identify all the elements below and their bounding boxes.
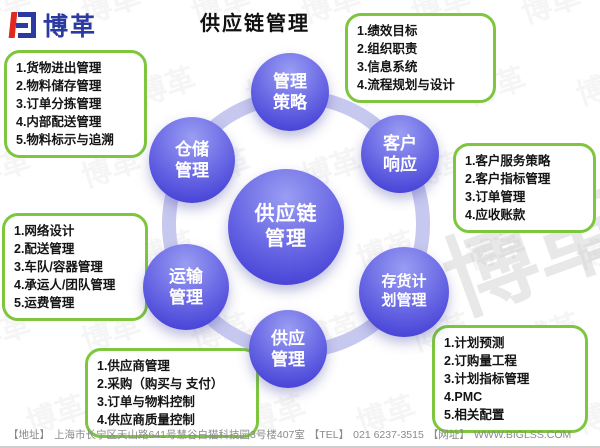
list-item: 4.承运人/团队管理 bbox=[14, 278, 116, 292]
tel-label: 【TEL】 bbox=[308, 429, 350, 441]
list-item: 3.订单与物料控制 bbox=[97, 395, 195, 409]
list-item: 4.流程规划与设计 bbox=[357, 78, 455, 92]
detail-box-customer: 1.客户服务策略 2.客户指标管理 3.订单管理 4.应收账款 bbox=[453, 143, 596, 233]
list-item: 3.订单管理 bbox=[465, 190, 526, 204]
list-item: 1.客户服务策略 bbox=[465, 154, 551, 168]
list-item: 2.物料储存管理 bbox=[16, 79, 102, 93]
node-supply-chain-center: 供应链 管理 bbox=[228, 169, 344, 285]
node-transport-management: 运输 管理 bbox=[143, 244, 229, 330]
list-item: 3.车队/容器管理 bbox=[14, 260, 103, 274]
list-item: 1.货物进出管理 bbox=[16, 61, 102, 75]
brand-logo: 博革 bbox=[8, 7, 97, 43]
watermark-text: 博革 bbox=[572, 62, 600, 113]
footer: 【地址】上海市长宁区天山路641号慧谷白猫科技园3号楼407室 【TEL】021… bbox=[8, 427, 598, 442]
list-item: 1.绩效目标 bbox=[357, 24, 418, 38]
page-title: 供应链管理 bbox=[200, 13, 310, 35]
list-item: 4.应收账款 bbox=[465, 208, 526, 222]
list-item: 1.计划预测 bbox=[444, 336, 505, 350]
node-management-strategy: 管理 策略 bbox=[251, 53, 329, 131]
list-item: 4.供应商质量控制 bbox=[97, 413, 195, 427]
list-item: 4.内部配送管理 bbox=[16, 115, 102, 129]
node-warehouse-management: 仓储 管理 bbox=[149, 117, 235, 203]
list-item: 1.网络设计 bbox=[14, 224, 75, 238]
list-item: 2.组织职责 bbox=[357, 42, 418, 56]
list-item: 4.PMC bbox=[444, 390, 483, 404]
detail-box-warehouse: 1.货物进出管理 2.物料储存管理 3.订单分拣管理 4.内部配送管理 5.物料标示与追… bbox=[4, 50, 147, 158]
address-label: 【地址】 bbox=[8, 429, 50, 441]
list-item: 2.客户指标管理 bbox=[465, 172, 551, 186]
detail-box-supply: 1.供应商管理 2.采购（购买与 支付） 3.订单与物料控制 4.供应商质量控制 bbox=[85, 348, 259, 438]
list-item: 3.计划指标管理 bbox=[444, 372, 530, 386]
address-text: 上海市长宁区天山路641号慧谷白猫科技园3号楼407室 bbox=[54, 429, 305, 441]
tel-number: 021 6237-3515 bbox=[353, 429, 424, 441]
list-item: 5.相关配置 bbox=[444, 408, 505, 422]
logo-blue-b bbox=[16, 12, 36, 38]
detail-box-strategy: 1.绩效目标 2.组织职责 3.信息系统 4.流程规划与设计 bbox=[345, 13, 496, 103]
bogee-logo-icon bbox=[8, 10, 38, 40]
brand-name: 博革 bbox=[43, 13, 98, 41]
detail-box-transport: 1.网络设计 2.配送管理 3.车队/容器管理 4.承运人/团队管理 5.运费管理 bbox=[2, 213, 148, 321]
list-item: 2.订购量工程 bbox=[444, 354, 517, 368]
list-item: 5.运费管理 bbox=[14, 296, 75, 310]
node-customer-response: 客户 响应 bbox=[361, 115, 439, 193]
list-item: 2.配送管理 bbox=[14, 242, 75, 256]
watermark-text: 博革 bbox=[517, 0, 585, 31]
list-item: 3.信息系统 bbox=[357, 60, 418, 74]
node-inventory-planning: 存货计 划管理 bbox=[359, 247, 449, 337]
web-label: 【网址】 bbox=[427, 429, 470, 441]
list-item: 1.供应商管理 bbox=[97, 359, 170, 373]
list-item: 5.物料标示与追溯 bbox=[16, 133, 114, 147]
list-item: 3.订单分拣管理 bbox=[16, 97, 102, 111]
website-text: WWW.BIGLSS.COM bbox=[473, 429, 572, 441]
list-item: 2.采购（购买与 支付） bbox=[97, 377, 224, 391]
detail-box-inventory: 1.计划预测 2.订购量工程 3.计划指标管理 4.PMC 5.相关配置 bbox=[432, 325, 588, 433]
node-supply-management: 供应 管理 bbox=[249, 310, 327, 388]
